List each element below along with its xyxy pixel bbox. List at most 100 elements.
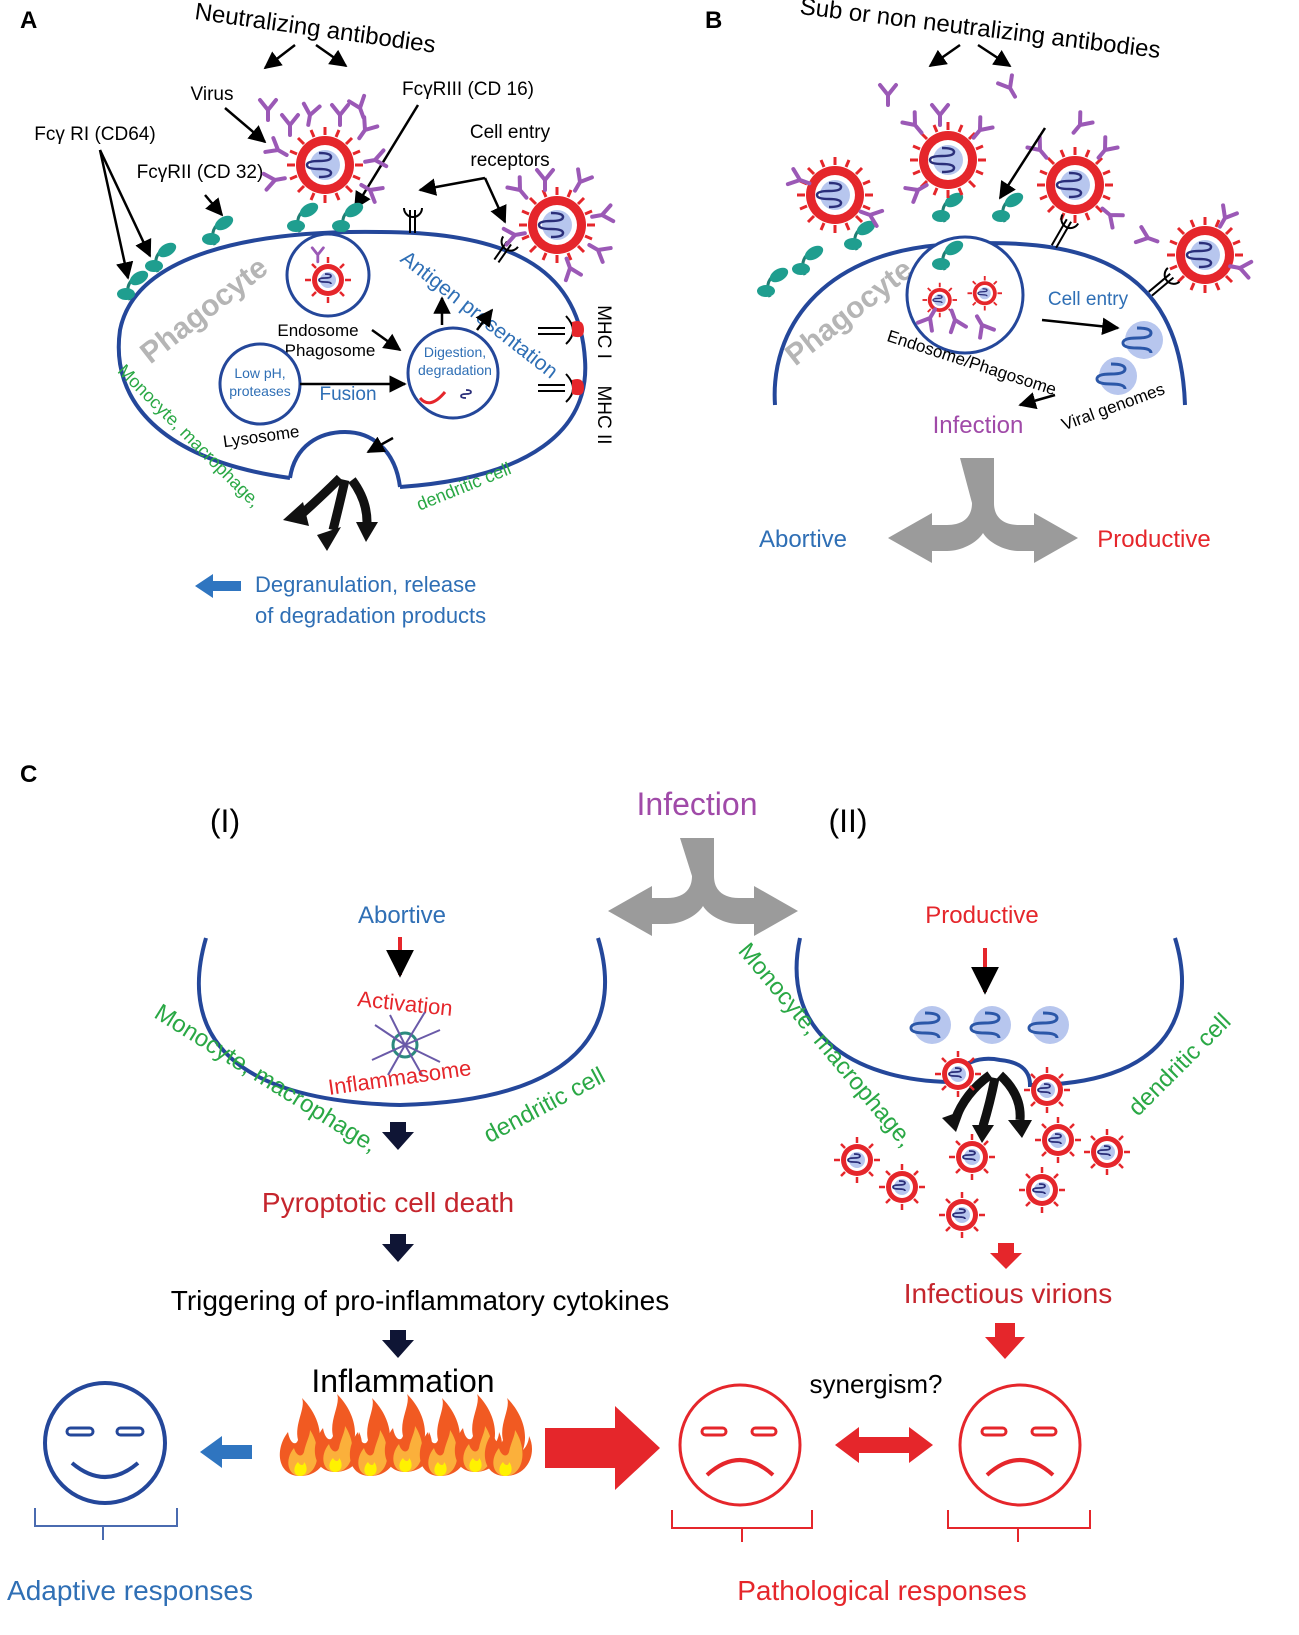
mhc-i-icon — [538, 315, 584, 345]
virion-icon — [1017, 1165, 1067, 1215]
virion-with-antibodies-icon — [1165, 203, 1254, 295]
pathological-responses-label: Pathological responses — [737, 1575, 1027, 1606]
virion-icon — [501, 167, 616, 283]
degradation-label: degradation — [418, 362, 492, 378]
entry-receptor-icon — [403, 207, 423, 233]
virus-label: Virus — [191, 84, 234, 105]
antibody-icon — [258, 98, 278, 122]
fc-receptor-icon — [285, 198, 323, 234]
triggering-label: Triggering of pro-inflammatory cytokines — [171, 1285, 669, 1316]
viral-genome-icon — [909, 1004, 953, 1046]
phagocyte-cell-outline — [116, 229, 588, 489]
inflammation-label: Inflammation — [311, 1363, 494, 1399]
virion-icon — [937, 1190, 987, 1240]
degradation-products-label: of degradation products — [255, 603, 486, 628]
virion-icon — [947, 1132, 997, 1182]
virion-icon — [1082, 1127, 1132, 1177]
arrow — [928, 43, 961, 68]
arrow — [418, 176, 486, 196]
arrow — [224, 107, 267, 144]
infection-label-c: Infection — [637, 786, 758, 822]
pyroptotic-label: Pyroptotic cell death — [262, 1187, 514, 1218]
big-red-right-arrow — [545, 1406, 660, 1490]
virion-icon — [877, 1162, 927, 1212]
degranulation-label: Degranulation, release — [255, 572, 476, 597]
arrow — [263, 44, 296, 70]
digestion-vesicle — [406, 326, 500, 420]
red-down-arrow — [990, 1243, 1022, 1269]
virion-with-antibodies-icon — [1025, 135, 1125, 230]
fc-receptor-icon — [330, 198, 368, 234]
viral-genome-icon — [1027, 1004, 1071, 1046]
double-red-arrow — [835, 1427, 933, 1463]
entry-receptor-icon — [1148, 267, 1181, 297]
flames-icon — [279, 1394, 532, 1476]
bracket — [671, 1510, 813, 1542]
virion-icon — [1022, 1065, 1072, 1115]
panel-c-letter: C — [20, 761, 37, 788]
phagosome-label: Phagosome — [285, 341, 376, 360]
cell-entry-label-b: Cell entry — [1048, 289, 1129, 310]
virion-icon — [1033, 1115, 1083, 1165]
arrow — [483, 177, 507, 224]
antibody-icon — [347, 93, 373, 123]
mhc-ii-label: MHC II — [593, 385, 614, 444]
red-down-arrow — [985, 1323, 1025, 1359]
viral-genome-icon — [1121, 319, 1165, 361]
mhc-ii-icon — [538, 373, 584, 403]
antibody-icon — [1065, 110, 1095, 140]
virion-with-antibodies-icon — [900, 103, 995, 204]
endosome-phagosome-vesicle — [905, 235, 1025, 355]
productive-label-c: Productive — [925, 902, 1038, 929]
fc-receptor-icon — [790, 241, 828, 277]
arrow — [977, 43, 1012, 68]
fcgrii-label: FcγRII (CD 32) — [137, 162, 264, 183]
lysosome-label: Lysosome — [222, 422, 301, 452]
fc-receptor-icon — [200, 211, 238, 247]
arrow — [371, 328, 402, 352]
split-arrow-c — [608, 838, 798, 936]
phagocytic-cup — [288, 429, 402, 488]
panel-b-letter: B — [705, 7, 722, 34]
cell-outline-productive — [794, 937, 1184, 1088]
genome-fragment-icon — [460, 389, 472, 399]
navy-down-arrow — [382, 1122, 414, 1150]
bracket — [947, 1510, 1091, 1542]
infectious-virions-label: Infectious virions — [904, 1278, 1113, 1309]
entry-receptor-icon — [1050, 214, 1080, 249]
fcgri-label: Fcγ RI (CD64) — [34, 124, 155, 145]
low-ph-label: Low pH, — [234, 365, 285, 381]
mhc-i-label: MHC I — [593, 305, 614, 359]
virion-icon — [832, 1135, 882, 1185]
abortive-label-b: Abortive — [759, 526, 847, 553]
arrow — [1041, 317, 1120, 336]
fusion-label: Fusion — [319, 384, 376, 405]
infection-label-b: Infection — [933, 412, 1024, 439]
arrow — [475, 308, 494, 331]
synergism-label: synergism? — [810, 1369, 943, 1399]
arrow — [998, 127, 1047, 200]
sad-face-icon — [678, 1383, 802, 1507]
arrow — [353, 104, 420, 210]
sad-face-icon — [958, 1383, 1082, 1507]
fc-receptor-icon — [990, 188, 1028, 224]
productive-label-b: Productive — [1097, 526, 1210, 553]
arrow — [315, 43, 348, 68]
inflammasome-label: Inflammasome — [326, 1055, 472, 1100]
split-arrow-b — [888, 458, 1078, 563]
proteases-label: proteases — [229, 383, 290, 399]
antibody-icon — [996, 73, 1024, 103]
activation-label: Activation — [356, 986, 453, 1021]
fc-receptor-icon — [755, 263, 793, 299]
arrow — [98, 149, 152, 258]
cell-types-left-label-c2: Monocyte, macrophage, — [733, 938, 919, 1153]
roman-one-label: (I) — [210, 803, 240, 839]
fragment-icon — [418, 391, 447, 405]
cell-types-right-label: dendritic cell — [414, 458, 514, 514]
abortive-label-c: Abortive — [358, 902, 446, 929]
arrow — [1018, 392, 1056, 410]
navy-down-arrow — [382, 1234, 414, 1262]
roman-two-label: (II) — [828, 803, 867, 839]
arrow — [204, 194, 224, 217]
